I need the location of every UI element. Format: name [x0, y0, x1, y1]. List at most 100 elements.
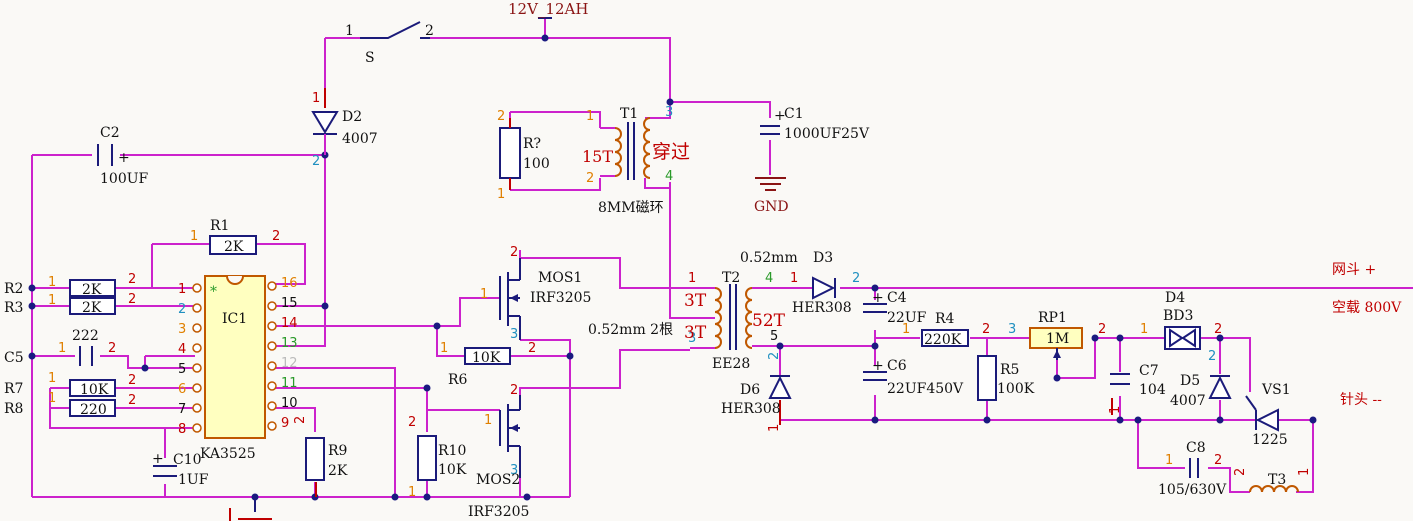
ic1-pin-label: 6	[178, 382, 186, 397]
svg-text:5: 5	[770, 329, 778, 344]
ic1-pin-1	[192, 283, 202, 293]
d3-value: HER308	[792, 300, 852, 316]
pin-stubs	[229, 398, 1113, 521]
ic1-pin-5	[192, 363, 202, 373]
svg-text:1: 1	[408, 485, 416, 500]
junction-dots	[28, 34, 1317, 501]
svg-text:1: 1	[48, 293, 56, 308]
r6-value: 10K	[472, 350, 501, 366]
c4-label: C4	[887, 290, 907, 306]
ic1-pin-8	[192, 423, 202, 433]
c7-label: C7	[1139, 363, 1159, 379]
svg-text:1: 1	[586, 109, 594, 124]
ic1-pin-14	[267, 321, 277, 331]
r3-value: 2K	[82, 300, 102, 316]
r6-label: R6	[448, 372, 468, 388]
svg-text:1: 1	[484, 413, 492, 428]
resistor-r1: 2K R1 1 2	[190, 218, 280, 255]
svg-text:2: 2	[528, 341, 536, 356]
svg-text:1: 1	[58, 341, 66, 356]
svg-text:1: 1	[767, 424, 782, 432]
wire-note-2: 0.52mm 2根	[588, 322, 673, 338]
r9-label: R9	[328, 443, 347, 459]
svg-text:2: 2	[312, 154, 320, 169]
capacitor-c6: + C6 22UF450V	[863, 358, 964, 397]
resistor-r3: 2K R3 1 2	[4, 292, 136, 316]
c2-value: 100UF	[100, 171, 149, 187]
switch-pin2-label: 2	[425, 23, 434, 39]
r10-value: 10K	[438, 462, 467, 478]
ic1-pin-label: 16	[281, 276, 298, 291]
r8-label: R8	[4, 401, 23, 417]
svg-text:2: 2	[767, 352, 782, 360]
c1-plus: +	[774, 108, 786, 124]
c4-value: 22UF	[887, 310, 927, 326]
c2-label: C2	[100, 125, 120, 141]
d5-value: 4007	[1170, 393, 1206, 409]
svg-text:2: 2	[497, 109, 505, 124]
svg-text:2: 2	[1098, 322, 1106, 337]
svg-text:1: 1	[48, 275, 56, 290]
output-negative-label: 针头 --	[1340, 392, 1382, 408]
svg-text:3: 3	[510, 327, 518, 342]
ic1-pin-label: 3	[178, 322, 186, 337]
ic1-pin-13	[267, 341, 277, 351]
svg-text:2: 2	[510, 245, 518, 260]
svg-text:2: 2	[1214, 453, 1222, 468]
resistor-r9: R9 2K 2	[293, 416, 348, 481]
capacitor-c5: 222 C5 1 2	[4, 328, 116, 366]
ic1-pin-15	[267, 301, 277, 311]
svg-text:2: 2	[293, 416, 308, 424]
ic1-pin-label: 4	[178, 342, 186, 357]
t2-core: EE28	[712, 356, 750, 372]
ic1-pin-label: 9	[281, 416, 289, 431]
r4-value: 220K	[924, 332, 962, 348]
t1-core-label: 8MM磁环	[598, 200, 664, 216]
svg-text:1: 1	[48, 391, 56, 406]
switch-s: 1 2 S	[345, 21, 434, 66]
d6-value: HER308	[721, 401, 781, 417]
ic1-part: KA3525	[200, 446, 256, 462]
vs1-value: 1225	[1252, 432, 1288, 448]
mos2-label: MOS2	[476, 472, 520, 488]
ic1-pin-label: 10	[281, 396, 298, 411]
svg-text:4: 4	[765, 271, 773, 286]
svg-text:3: 3	[688, 331, 696, 346]
resistor-r8: 220 R8 1 2	[4, 391, 136, 418]
svg-text:1: 1	[1297, 468, 1312, 476]
svg-text:2: 2	[128, 373, 136, 388]
svg-text:*: *	[210, 284, 217, 300]
r9-value: 2K	[328, 463, 348, 479]
resistor-r6: 10K R6 1 2	[440, 341, 536, 388]
ic1-pin-11	[267, 381, 277, 391]
r-unknown-value: 100	[523, 156, 550, 172]
svg-text:2: 2	[108, 341, 116, 356]
diode-d6: 2 1 D6 HER308	[721, 352, 792, 432]
r7-label: R7	[4, 381, 23, 397]
svg-text:1: 1	[1165, 453, 1173, 468]
svg-text:1: 1	[688, 271, 696, 286]
svg-text:1: 1	[1140, 322, 1148, 337]
output-positive-label: 网斗 +	[1332, 262, 1376, 278]
resistor-r2: 2K R2 1 2	[4, 272, 136, 298]
t1-label: T1	[620, 106, 638, 122]
r3-label: R3	[4, 300, 23, 316]
resistor-r4: 220K R4 1 2	[902, 311, 990, 348]
d5-label: D5	[1180, 373, 1200, 389]
t1-through-label: 穿过	[652, 141, 690, 163]
mos1-part: IRF3205	[530, 290, 591, 306]
capacitor-c7: C7 104 1	[1108, 363, 1166, 414]
c10-label: C10	[173, 452, 202, 468]
svg-text:2: 2	[510, 383, 518, 398]
c5-label: C5	[4, 350, 24, 366]
c1-label: C1	[784, 106, 804, 122]
c4-plus: +	[872, 290, 884, 306]
svg-text:2: 2	[1208, 349, 1216, 364]
svg-text:1: 1	[1108, 406, 1123, 414]
svg-text:2: 2	[128, 292, 136, 307]
battery-terminal: 12V_12AH	[508, 0, 588, 19]
capacitor-c8: C8 105/630V 1 2	[1158, 440, 1227, 498]
